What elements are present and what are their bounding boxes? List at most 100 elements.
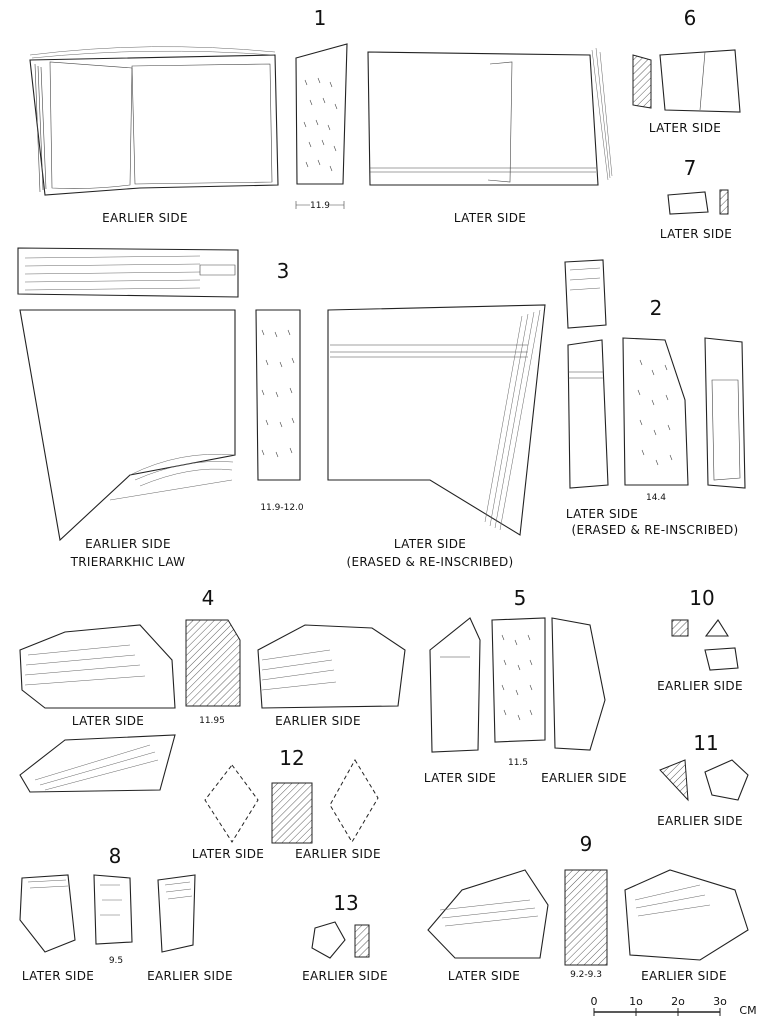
fragment-5-number: 5 (514, 586, 527, 610)
fragment-11-face (704, 759, 749, 801)
fragment-4-bottom-view (19, 734, 176, 793)
fragment-5-thickness: 11.5 (508, 758, 528, 768)
fragment-10-number: 10 (689, 586, 714, 610)
fragment-8-number: 8 (109, 844, 122, 868)
fragment-2-left-view (567, 339, 609, 489)
fragment-12-earlier-label: EARLIER SIDE (295, 847, 381, 861)
fragment-3-later-face (327, 304, 546, 536)
fragment-8-earlier-face (157, 874, 196, 953)
fragment-3-thickness: 11.9-12.0 (260, 503, 304, 513)
fragment-4: 4 11.95 LATER SIDE EARLIER SIDE (19, 586, 406, 793)
fragment-3-earlier-face (19, 309, 236, 542)
fragment-5-later-face (429, 617, 481, 753)
fragment-9-earlier-face (624, 869, 749, 961)
fragment-10-earlier-label: EARLIER SIDE (657, 679, 743, 693)
fragment-2-label-2: (ERASED & RE-INSCRIBED) (571, 523, 738, 537)
fragment-4-number: 4 (202, 586, 215, 610)
fragment-9-section (564, 869, 608, 966)
fragment-4-earlier-label: EARLIER SIDE (275, 714, 361, 728)
fragment-12-number: 12 (279, 746, 304, 770)
fragment-11-earlier-label: EARLIER SIDE (657, 814, 743, 828)
fragment-12-later-outline (204, 764, 259, 843)
fragment-3: 3 11.9-12.0 EARLIER SIDE TRIERARKHIC LAW… (17, 247, 546, 569)
fragment-7-later-label: LATER SIDE (660, 227, 732, 241)
fragment-10: 10 EARLIER SIDE (657, 586, 743, 693)
fragment-1-number: 1 (314, 6, 327, 30)
fragment-5-earlier-label: EARLIER SIDE (541, 771, 627, 785)
fragment-13-face (311, 921, 346, 959)
fragment-6-number: 6 (684, 6, 697, 30)
fragment-5-earlier-face (551, 617, 606, 751)
fragment-12-section (271, 782, 313, 844)
fragment-7-face (667, 191, 709, 215)
fragment-8-earlier-label: EARLIER SIDE (147, 969, 233, 983)
fragment-1-thickness: 11.9 (310, 201, 330, 211)
scale-unit: CM (739, 1004, 756, 1017)
fragment-3-earlier-label-1: EARLIER SIDE (85, 537, 171, 551)
fragment-6: 6 LATER SIDE (632, 6, 741, 135)
fragment-2-right-view (704, 337, 746, 489)
scale-tick-1: 1o (629, 995, 643, 1008)
fragment-1-thickness-bar (295, 201, 345, 209)
scale-bar: 0 1o 2o 3o CM (591, 995, 757, 1017)
fragment-1-earlier-face (29, 46, 279, 196)
fragment-12: 12 LATER SIDE EARLIER SIDE (192, 746, 381, 861)
fragment-2-section (622, 337, 689, 486)
fragment-11: 11 EARLIER SIDE (657, 731, 749, 828)
fragment-5-later-label: LATER SIDE (424, 771, 496, 785)
fragment-6-face (659, 49, 741, 113)
fragment-11-number: 11 (693, 731, 718, 755)
fragment-8-section (93, 874, 133, 945)
fragment-2: 2 14.4 LATER SIDE (ERASED & RE-INSCRIBED… (564, 259, 746, 537)
fragment-8-thickness: 9.5 (109, 956, 123, 966)
fragment-4-later-face (19, 624, 176, 709)
fragment-9-thickness: 9.2-9.3 (570, 970, 602, 980)
fragment-13-earlier-label: EARLIER SIDE (302, 969, 388, 983)
fragment-5-section (491, 617, 546, 743)
fragment-7-section (719, 189, 729, 215)
fragment-2-label-1: LATER SIDE (566, 507, 638, 521)
fragment-11-section (659, 759, 689, 802)
fragment-8-later-face (19, 874, 76, 953)
fragment-2-top-view (564, 259, 607, 329)
fragment-6-later-label: LATER SIDE (649, 121, 721, 135)
fragment-9-later-label: LATER SIDE (448, 969, 520, 983)
fragment-1: 1 11.9 EARLIER SIDE LATER SIDE (29, 6, 613, 225)
fragment-7-number: 7 (684, 156, 697, 180)
fragment-13: 13 EARLIER SIDE (302, 891, 388, 983)
fragment-8: 8 9.5 LATER SIDE EARLIER SIDE (19, 844, 233, 983)
fragment-5: 5 11.5 LATER SIDE EARLIER SIDE (424, 586, 627, 785)
fragment-12-later-label: LATER SIDE (192, 847, 264, 861)
scale-tick-0: 0 (591, 995, 598, 1008)
fragment-7: 7 LATER SIDE (660, 156, 732, 241)
fragment-9-later-face (427, 869, 549, 959)
fragment-8-later-label: LATER SIDE (22, 969, 94, 983)
fragment-1-section-dots (303, 77, 338, 172)
fragment-9-earlier-label: EARLIER SIDE (641, 969, 727, 983)
fragment-2-number: 2 (650, 296, 663, 320)
fragment-1-section (295, 43, 348, 185)
fragment-3-top-view (17, 247, 239, 298)
fragment-1-later-label: LATER SIDE (454, 211, 526, 225)
fragment-4-thickness: 11.95 (199, 716, 225, 726)
scale-tick-3: 3o (713, 995, 727, 1008)
fragment-3-later-label-1: LATER SIDE (394, 537, 466, 551)
fragment-13-number: 13 (333, 891, 358, 915)
fragment-1-earlier-label: EARLIER SIDE (102, 211, 188, 225)
fragment-3-later-label-2: (ERASED & RE-INSCRIBED) (346, 555, 513, 569)
fragment-3-number: 3 (277, 259, 290, 283)
fragment-4-earlier-face (257, 624, 406, 709)
fragment-13-section (354, 924, 370, 958)
scale-tick-2: 2o (671, 995, 685, 1008)
fragment-12-earlier-outline (329, 759, 379, 843)
fragment-3-section (255, 309, 301, 481)
fragment-6-section (632, 54, 652, 109)
fragment-10-face (704, 647, 739, 671)
fragment-4-section (185, 619, 241, 707)
fragment-10-section (671, 619, 689, 637)
fragment-9: 9 9.2-9.3 LATER SIDE EARLIER SIDE (427, 832, 749, 983)
fragment-3-earlier-label-2: TRIERARKHIC LAW (70, 555, 186, 569)
fragment-2-thickness: 14.4 (646, 493, 666, 503)
fragment-10-top-piece (704, 619, 729, 637)
